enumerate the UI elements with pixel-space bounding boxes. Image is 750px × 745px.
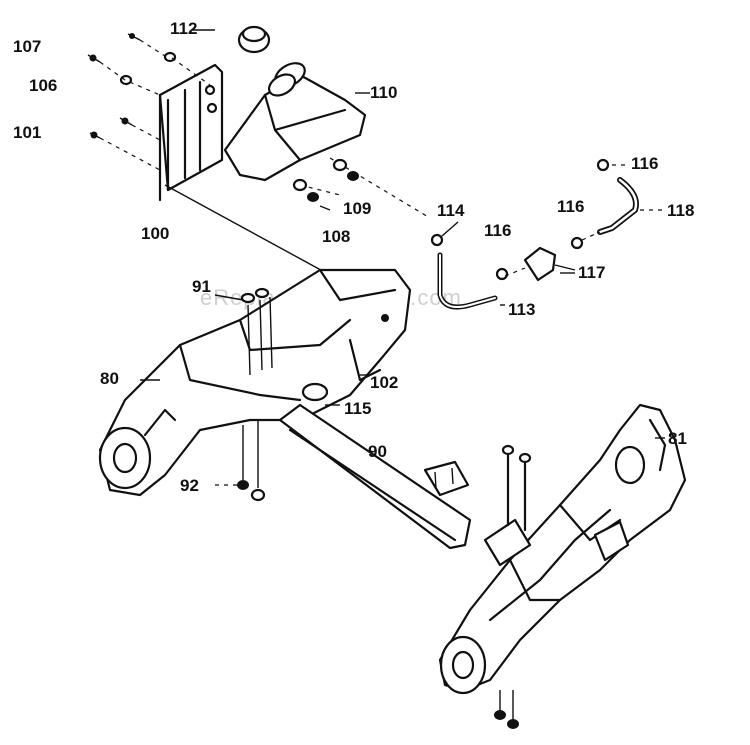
label-114: 114 [437, 201, 465, 220]
label-113: 113 [508, 300, 535, 319]
bracket-117 [495, 231, 601, 282]
label-116-mid: 116 [557, 197, 584, 216]
spring-118 [596, 158, 665, 235]
label-101: 101 [13, 123, 41, 142]
label-102: 102 [370, 373, 398, 392]
label-110: 110 [370, 83, 397, 102]
label-108: 108 [322, 227, 350, 246]
label-81: 81 [668, 429, 687, 448]
nuts-108-109 [292, 158, 359, 202]
label-116-left: 116 [484, 221, 511, 240]
bracket-100 [158, 63, 224, 202]
label-115: 115 [344, 399, 371, 418]
label-107: 107 [13, 37, 41, 56]
frame-80 [98, 268, 412, 497]
bar-90 [278, 403, 472, 550]
frame-81 [438, 403, 687, 695]
bolts-81 [494, 444, 532, 729]
linkage-rod-113 [430, 221, 498, 310]
hardware-101-106-107 [87, 33, 177, 139]
bolts-92 [215, 420, 266, 502]
label-116-top: 116 [631, 154, 658, 173]
label-118: 118 [667, 201, 694, 220]
knob-112 [237, 25, 271, 54]
chute-110 [223, 62, 367, 182]
label-80: 80 [100, 369, 119, 388]
label-112: 112 [170, 19, 197, 38]
label-109: 109 [343, 199, 371, 218]
label-92: 92 [180, 476, 199, 495]
label-117: 117 [578, 263, 605, 282]
label-100: 100 [141, 224, 169, 243]
label-91: 91 [192, 277, 211, 296]
label-106: 106 [29, 76, 57, 95]
label-90: 90 [368, 442, 387, 461]
